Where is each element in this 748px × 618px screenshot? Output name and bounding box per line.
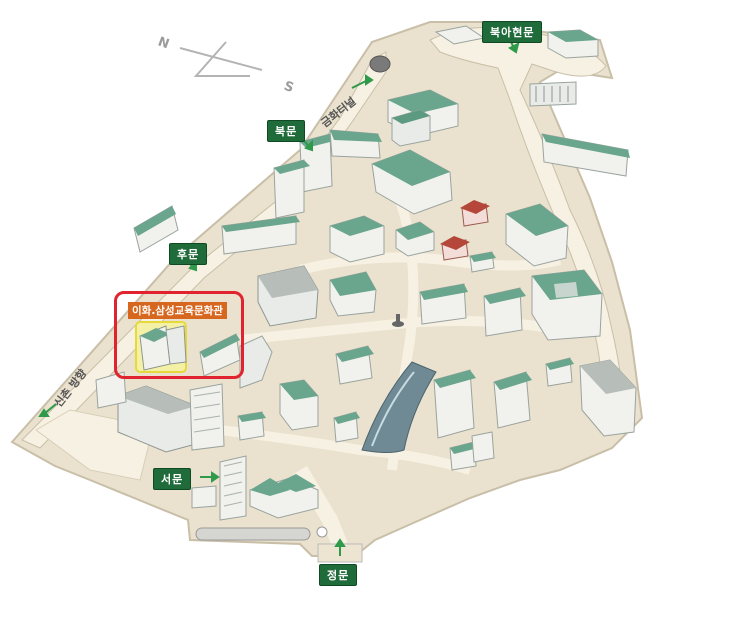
bus-stop [195,527,311,541]
west-gate-label[interactable]: 서문 [153,468,192,490]
highlight-box [114,291,244,379]
ecc-valley [361,361,437,453]
building[interactable] [249,474,319,519]
building[interactable] [333,411,360,443]
building[interactable] [483,287,526,337]
main-gate-label[interactable]: 정문 [319,564,358,586]
building[interactable] [221,215,300,255]
gate-pillar [316,526,328,538]
monument [392,314,404,327]
building[interactable] [460,200,490,227]
direction-arrows [38,35,520,556]
highlight-title[interactable]: 이화.삼성교육문화관 [128,302,227,319]
building[interactable] [391,109,431,147]
building[interactable] [133,205,179,253]
building[interactable] [329,129,382,159]
building[interactable] [189,383,225,451]
building[interactable] [541,133,630,177]
building[interactable] [279,379,319,431]
building[interactable] [329,215,385,263]
building[interactable] [395,221,435,257]
building[interactable] [469,251,496,273]
building[interactable] [335,345,374,385]
building[interactable] [545,357,574,387]
building[interactable] [371,149,453,215]
bugahyeon-gate-label[interactable]: 북아현문 [482,21,543,43]
building[interactable] [329,271,377,317]
building[interactable] [191,485,217,509]
building[interactable] [493,371,532,429]
inner-path-1 [298,252,562,275]
building[interactable] [273,159,310,219]
compass-arrow [179,41,263,77]
building[interactable] [433,369,476,439]
tunnel-entrance [369,55,391,73]
building[interactable] [505,203,569,267]
building[interactable] [449,441,478,471]
inner-path-3 [219,425,472,475]
building[interactable] [117,385,197,453]
building[interactable] [237,411,266,441]
building[interactable] [531,269,603,341]
building[interactable] [471,431,495,463]
building[interactable] [239,335,273,389]
building[interactable] [419,283,468,325]
highlighted-building[interactable] [135,321,187,373]
back-gate-label[interactable]: 후문 [169,243,208,265]
building[interactable] [219,455,247,521]
building[interactable] [95,371,127,409]
building[interactable] [579,359,637,437]
building[interactable] [440,236,470,261]
building[interactable] [257,265,319,327]
north-gate-label[interactable]: 북문 [267,120,306,142]
building[interactable] [529,81,577,107]
building[interactable] [547,29,599,59]
